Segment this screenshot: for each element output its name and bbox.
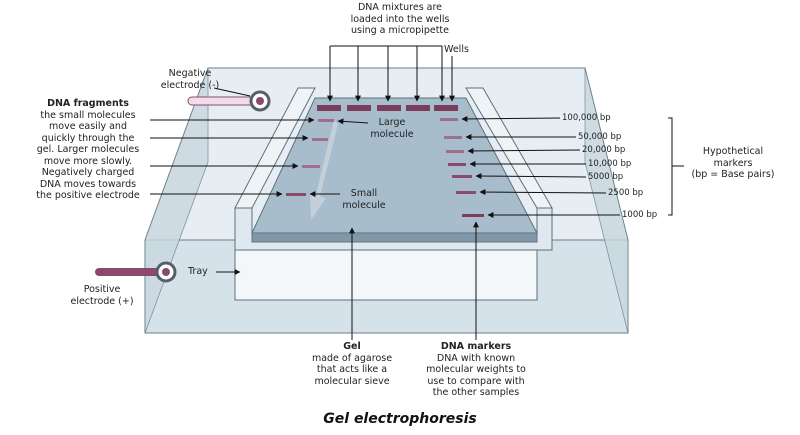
band bbox=[456, 191, 476, 194]
wells-label: Wells bbox=[444, 44, 469, 55]
positive-electrode-label: Positive electrode (+) bbox=[52, 284, 152, 307]
small-molecule-line: Small bbox=[350, 188, 378, 199]
positive-electrode bbox=[95, 261, 177, 283]
large-molecule-line: molecule bbox=[370, 128, 414, 140]
small-molecule-line: molecule bbox=[342, 199, 386, 211]
tray bbox=[234, 87, 553, 301]
marker-label-5000: 5000 bp bbox=[588, 172, 624, 182]
top-note-line: loaded into the wells bbox=[350, 13, 450, 25]
wells bbox=[317, 105, 458, 111]
well bbox=[434, 105, 458, 111]
band bbox=[462, 214, 484, 217]
tray-label: Tray bbox=[188, 266, 208, 277]
dna-fragments-line: Negatively charged bbox=[41, 167, 135, 178]
dna-fragments-title: DNA fragments bbox=[47, 98, 129, 109]
hypothetical-line: markers bbox=[713, 157, 753, 169]
dna-markers-line: molecular weights to bbox=[426, 364, 526, 375]
sample-bands bbox=[286, 119, 334, 196]
hypothetical-line: (bp = Base pairs) bbox=[691, 169, 775, 180]
migration-arrow bbox=[310, 120, 338, 220]
top-note-line: DNA mixtures are bbox=[357, 2, 443, 13]
band bbox=[452, 175, 472, 178]
large-molecule-label: Large molecule bbox=[362, 117, 422, 140]
dna-fragments-line: gel. Larger molecules bbox=[36, 144, 140, 155]
marker-label-10000: 10,000 bp bbox=[588, 159, 632, 169]
hypothetical-line: Hypothetical bbox=[702, 146, 764, 157]
dna-fragments-line: the small molecules bbox=[40, 109, 136, 121]
well bbox=[406, 105, 430, 111]
positive-electrode-line: Positive bbox=[83, 284, 121, 295]
gel-title: Gel bbox=[343, 341, 361, 352]
marker-label-50000: 50,000 bp bbox=[578, 132, 622, 142]
dna-fragments-line: quickly through the bbox=[41, 132, 135, 144]
dna-markers-line: DNA with known bbox=[436, 352, 516, 364]
marker-label-100000: 100,000 bp bbox=[562, 113, 611, 123]
dna-markers-line: use to compare with bbox=[427, 375, 525, 387]
negative-electrode-line: electrode (-) bbox=[160, 79, 220, 91]
band bbox=[312, 138, 328, 141]
band bbox=[440, 118, 458, 121]
hypothetical-markers-label: Hypothetical markers (bp = Base pairs) bbox=[678, 146, 788, 181]
positive-electrode-line: electrode (+) bbox=[70, 295, 134, 307]
negative-electrode-label: Negative electrode (-) bbox=[150, 68, 230, 91]
dna-fragments-line: the positive electrode bbox=[36, 190, 140, 201]
band bbox=[286, 193, 306, 196]
gel-line: made of agarose bbox=[311, 352, 393, 364]
band bbox=[448, 163, 466, 166]
marker-label-20000: 20,000 bp bbox=[582, 145, 626, 155]
top-note: DNA mixtures are loaded into the wells u… bbox=[320, 2, 480, 37]
band bbox=[444, 136, 462, 139]
dna-fragments-line: move easily and bbox=[49, 121, 127, 132]
dna-markers-title: DNA markers bbox=[440, 341, 512, 352]
band bbox=[446, 150, 464, 153]
top-note-line: using a micropipette bbox=[351, 25, 449, 36]
dna-markers-note: DNA markers DNA with known molecular wei… bbox=[410, 341, 542, 399]
marker-label-1000: 1000 bp bbox=[622, 210, 658, 220]
well bbox=[317, 105, 341, 111]
leader-lines bbox=[150, 45, 684, 340]
gel-line: molecular sieve bbox=[314, 375, 390, 387]
marker-bands bbox=[440, 118, 484, 217]
large-molecule-line: Large bbox=[378, 117, 406, 128]
dna-fragments-note: DNA fragments the small molecules move e… bbox=[28, 98, 148, 202]
dna-fragments-line: move more slowly. bbox=[43, 155, 133, 167]
well bbox=[377, 105, 401, 111]
marker-label-2500: 2500 bp bbox=[608, 188, 644, 198]
negative-electrode-line: Negative bbox=[168, 68, 212, 79]
negative-electrode bbox=[187, 90, 271, 112]
dna-fragments-line: DNA moves towards bbox=[39, 178, 137, 190]
gel-note: Gel made of agarose that acts like a mol… bbox=[292, 341, 412, 387]
figure-caption: Gel electrophoresis bbox=[323, 411, 477, 427]
dna-markers-line: the other samples bbox=[432, 387, 520, 398]
band bbox=[302, 165, 320, 168]
band bbox=[318, 119, 334, 122]
small-molecule-label: Small molecule bbox=[334, 188, 394, 211]
well bbox=[347, 105, 371, 111]
gel-line: that acts like a bbox=[316, 364, 388, 375]
